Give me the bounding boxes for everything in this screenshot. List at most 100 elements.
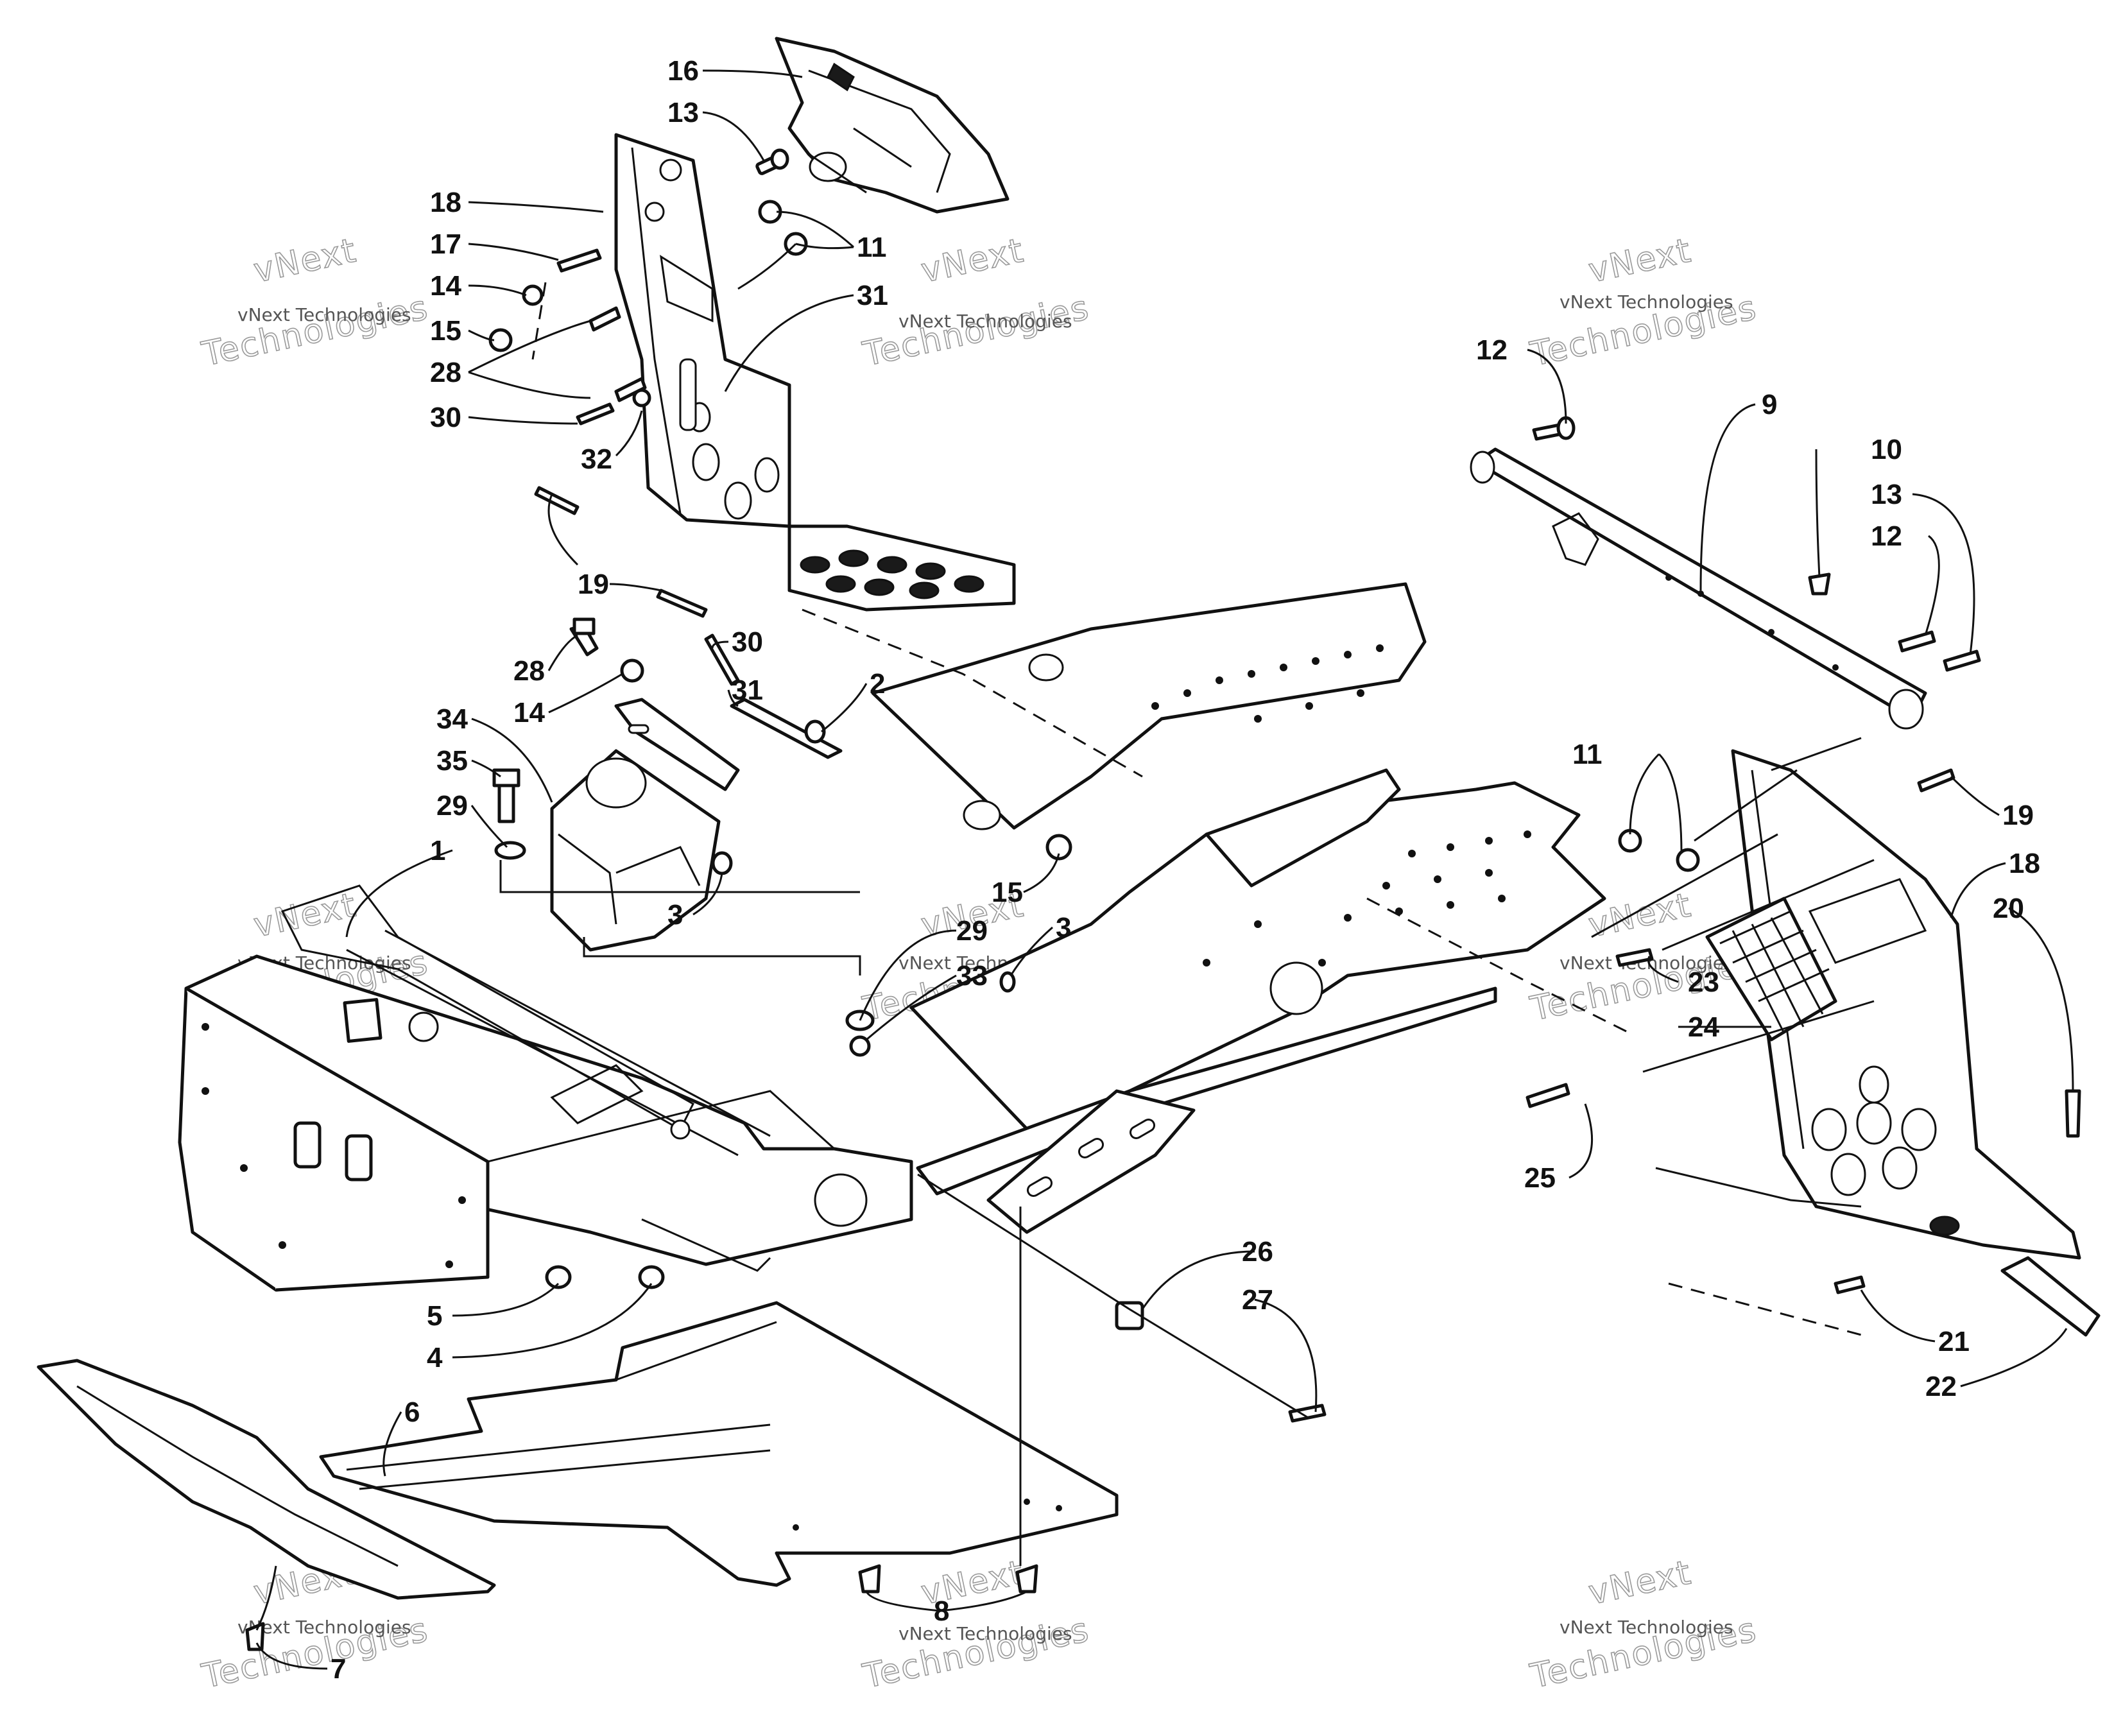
callout-31-b: 31 [732, 675, 763, 706]
svg-text:vNext: vNext [1585, 1553, 1695, 1612]
callout-29: 29 [436, 790, 468, 821]
callout-26: 26 [1242, 1236, 1273, 1268]
callout-12-b: 12 [1871, 520, 1902, 552]
washer-29a [494, 841, 526, 860]
washer-14a [522, 284, 544, 306]
bolt-12b [1898, 630, 1936, 653]
callout-5: 5 [427, 1300, 442, 1332]
callout-23: 23 [1688, 967, 1719, 998]
rivet-19b [1917, 768, 1955, 793]
rivet-30b [704, 633, 740, 686]
callout-8: 8 [934, 1595, 949, 1627]
rivet-10 [1808, 572, 1831, 596]
assembly-lines [499, 282, 1875, 1566]
callout-13-b: 13 [1871, 479, 1902, 510]
svg-text:vNext Technologies: vNext Technologies [237, 1617, 411, 1638]
bolt-28b [569, 617, 599, 657]
callout-18-b: 18 [2009, 848, 2040, 879]
callout-35: 35 [436, 745, 468, 777]
callout-labels: 16 13 18 17 14 15 28 30 32 19 11 31 28 1… [331, 55, 2040, 1685]
part-console-housing [775, 37, 1010, 214]
nut-33 [849, 1035, 871, 1057]
callout-27: 27 [1242, 1284, 1273, 1316]
bushing-3a [711, 851, 733, 875]
callout-11-b: 11 [1572, 739, 1603, 770]
bolt-35 [492, 768, 520, 823]
part-nose-pan [37, 1359, 496, 1600]
bushing-3b [999, 971, 1016, 993]
callout-19-b: 19 [2002, 800, 2034, 831]
mesh-screen [1705, 897, 1837, 1042]
callout-13: 13 [667, 97, 699, 128]
callout-10: 10 [1871, 434, 1902, 465]
callout-12: 12 [1476, 334, 1508, 366]
callout-3-b: 3 [1056, 912, 1071, 943]
rivet-19a [534, 486, 708, 618]
callout-18: 18 [430, 187, 461, 218]
callout-34: 34 [436, 703, 468, 735]
part-steering-post [1470, 447, 1927, 730]
bolt-13b [1943, 649, 1981, 672]
screw-8 [858, 1564, 1038, 1594]
callout-17: 17 [430, 228, 461, 260]
watermark-top-left: vNext Technologies vNext Technologies [198, 231, 432, 375]
watermark-bottom-center: vNext Technologies vNext Technologies [859, 1553, 1093, 1697]
svg-text:vNext Technologies: vNext Technologies [1560, 291, 1733, 313]
callout-11: 11 [857, 232, 887, 263]
svg-text:vNext: vNext [250, 886, 360, 945]
rivet-25 [1525, 1083, 1570, 1108]
callout-24: 24 [1688, 1011, 1719, 1043]
callout-33: 33 [956, 960, 988, 992]
svg-text:vNext: vNext [918, 231, 1027, 290]
part-steering-support-right [1705, 749, 2101, 1337]
grommet-4 [638, 1265, 665, 1289]
callout-14-b: 14 [513, 697, 545, 728]
callout-32: 32 [581, 443, 612, 475]
callout-28: 28 [430, 357, 461, 388]
callout-20: 20 [1993, 893, 2024, 924]
bolt-13a [755, 148, 789, 175]
callout-9: 9 [1762, 389, 1777, 420]
rivet-27 [1288, 1404, 1327, 1423]
nut-11a [758, 200, 808, 256]
svg-text:vNext Technologies: vNext Technologies [1560, 1617, 1733, 1638]
watermark-top-right: vNext Technologies vNext Technologies [1526, 231, 1760, 375]
bolt-17 [556, 248, 602, 273]
rivet-30a [576, 402, 615, 425]
bushing-2 [804, 719, 826, 744]
callout-28-b: 28 [513, 655, 545, 687]
callout-7: 7 [331, 1653, 346, 1685]
nut-11b [1618, 829, 1700, 872]
callout-16: 16 [667, 55, 699, 87]
callout-25: 25 [1524, 1162, 1556, 1194]
rivet-holes [1151, 644, 1531, 967]
washer-32 [632, 388, 651, 408]
callout-19: 19 [578, 569, 609, 600]
svg-text:vNext Technologies: vNext Technologies [237, 304, 411, 325]
rivet-21 [1834, 1275, 1866, 1294]
callout-3: 3 [667, 899, 683, 931]
callout-29-b: 29 [956, 915, 988, 947]
nut-15b [1045, 834, 1072, 861]
part-steering-support-left [614, 133, 1016, 612]
callout-4: 4 [427, 1342, 443, 1373]
callout-31: 31 [857, 280, 888, 311]
callout-22: 22 [1925, 1371, 1957, 1402]
callout-30: 30 [430, 402, 461, 433]
part-tunnel [871, 582, 1606, 1234]
bolt-12a [1532, 416, 1576, 441]
svg-text:vNext: vNext [250, 231, 360, 290]
svg-text:Technologies: Technologies [198, 289, 432, 374]
callout-14: 14 [430, 270, 461, 302]
rivet-20 [2065, 1089, 2081, 1138]
svg-text:vNext: vNext [1585, 231, 1695, 290]
leader-lines [255, 69, 2074, 1670]
callout-2: 2 [870, 668, 885, 700]
svg-text:vNext Technologies: vNext Technologies [898, 311, 1072, 332]
callout-6: 6 [404, 1397, 420, 1428]
rivet-23 [1615, 948, 1654, 967]
washer-14b [620, 658, 644, 683]
svg-text:vNext Technologies: vNext Technologies [898, 1623, 1072, 1644]
